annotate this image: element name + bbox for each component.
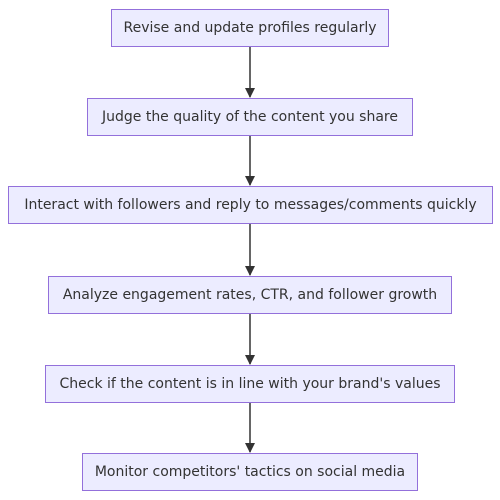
node-judge-content-quality: Judge the quality of the content you sha…: [87, 98, 413, 136]
node-interact-with-followers: Interact with followers and reply to mes…: [8, 186, 493, 224]
node-revise-profiles: Revise and update profiles regularly: [111, 9, 389, 47]
node-label: Interact with followers and reply to mes…: [24, 197, 477, 213]
node-label: Revise and update profiles regularly: [123, 20, 377, 36]
node-label: Monitor competitors' tactics on social m…: [94, 464, 406, 480]
node-label: Check if the content is in line with you…: [59, 376, 441, 392]
node-label: Judge the quality of the content you sha…: [101, 109, 398, 125]
node-check-brand-values: Check if the content is in line with you…: [45, 365, 455, 403]
node-monitor-competitors: Monitor competitors' tactics on social m…: [82, 453, 418, 491]
node-label: Analyze engagement rates, CTR, and follo…: [62, 287, 438, 303]
node-analyze-engagement: Analyze engagement rates, CTR, and follo…: [48, 276, 452, 314]
